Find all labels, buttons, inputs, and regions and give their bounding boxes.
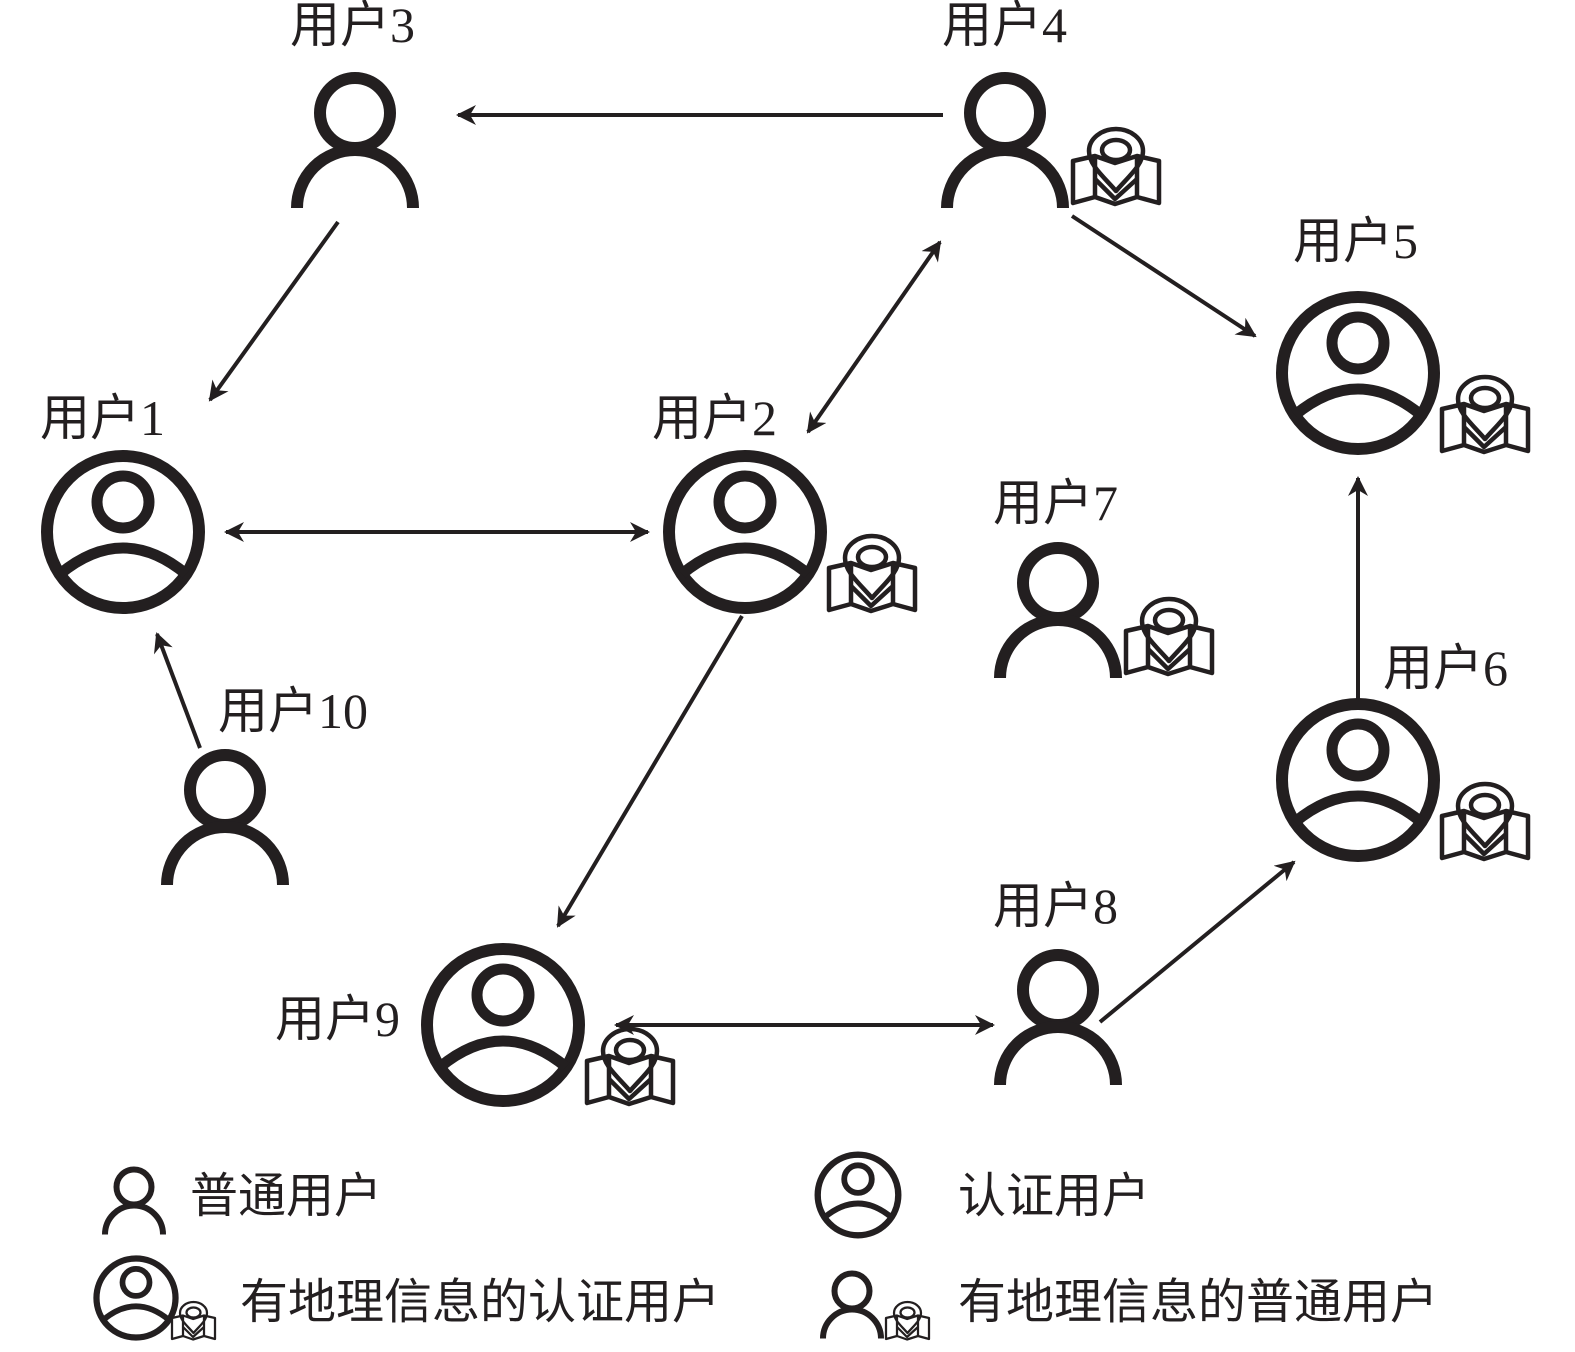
edge-u8-u6 <box>1098 860 1296 1024</box>
user-node-2: 用户2 <box>652 390 918 614</box>
person-outline-icon <box>994 949 1122 1086</box>
nodes: 用户1 用户2 用户3 用户4 用户5 用户6 用户7 用户8 用户9 用户10 <box>40 0 1531 1107</box>
user-label: 用户2 <box>652 390 777 446</box>
person-outline-icon <box>994 542 1122 679</box>
person-outline-icon <box>161 749 289 886</box>
user-node-5: 用户5 <box>1276 213 1531 455</box>
user-label: 用户1 <box>40 390 165 446</box>
circled-person-icon <box>1276 291 1440 455</box>
user-node-1: 用户1 <box>40 390 205 614</box>
user-node-10: 用户10 <box>161 683 368 886</box>
legend-regular-geo-user-label: 有地理信息的普通用户 <box>958 1276 1438 1329</box>
legend-regular-user-icon <box>102 1166 166 1235</box>
user-node-7: 用户7 <box>993 475 1215 679</box>
legend: 普通用户 认证用户 有地理信息的认证用户 有地理信息的普通用户 <box>93 1151 1438 1341</box>
user-node-3: 用户3 <box>290 0 419 209</box>
circled-person-icon <box>421 943 585 1107</box>
edge-u3-u1 <box>208 220 340 402</box>
map-pin-icon <box>1439 374 1531 455</box>
user-label: 用户3 <box>290 0 415 53</box>
person-outline-icon <box>291 72 419 209</box>
map-pin-icon <box>884 1300 931 1341</box>
user-label: 用户9 <box>275 991 400 1047</box>
user-label: 用户5 <box>1293 213 1418 269</box>
user-label: 用户7 <box>993 475 1118 531</box>
edge-u4-u5 <box>1070 214 1257 338</box>
legend-certified-geo-user-label: 有地理信息的认证用户 <box>240 1276 720 1329</box>
legend-certified-geo-user-icon <box>93 1255 217 1341</box>
map-pin-icon <box>1439 781 1531 862</box>
bidirectional-edge-u2-u4 <box>806 240 942 434</box>
user-node-8: 用户8 <box>993 878 1122 1086</box>
user-node-6: 用户6 <box>1276 640 1531 862</box>
circled-person-icon <box>1276 698 1440 862</box>
edges <box>153 105 1368 1035</box>
map-pin-icon <box>170 1300 217 1341</box>
map-pin-icon <box>1123 596 1215 677</box>
legend-regular-geo-user-icon <box>820 1270 931 1341</box>
map-pin-icon <box>584 1026 676 1107</box>
user-label: 用户8 <box>993 878 1118 934</box>
person-outline-icon <box>941 72 1069 209</box>
user-label: 用户6 <box>1383 640 1508 696</box>
user-label: 用户10 <box>218 683 368 739</box>
legend-certified-user-icon <box>814 1151 902 1239</box>
edge-u10-u1 <box>153 632 202 749</box>
user-label: 用户4 <box>942 0 1067 53</box>
circled-person-icon <box>663 450 827 614</box>
user-node-9: 用户9 <box>275 943 676 1107</box>
edge-u2-u9 <box>556 614 744 928</box>
circled-person-icon <box>41 450 205 614</box>
map-pin-icon <box>826 533 918 614</box>
map-pin-icon <box>1070 126 1162 207</box>
legend-regular-user-label: 普通用户 <box>190 1170 382 1223</box>
legend-certified-user-label: 认证用户 <box>958 1170 1150 1223</box>
user-node-4: 用户4 <box>941 0 1162 209</box>
